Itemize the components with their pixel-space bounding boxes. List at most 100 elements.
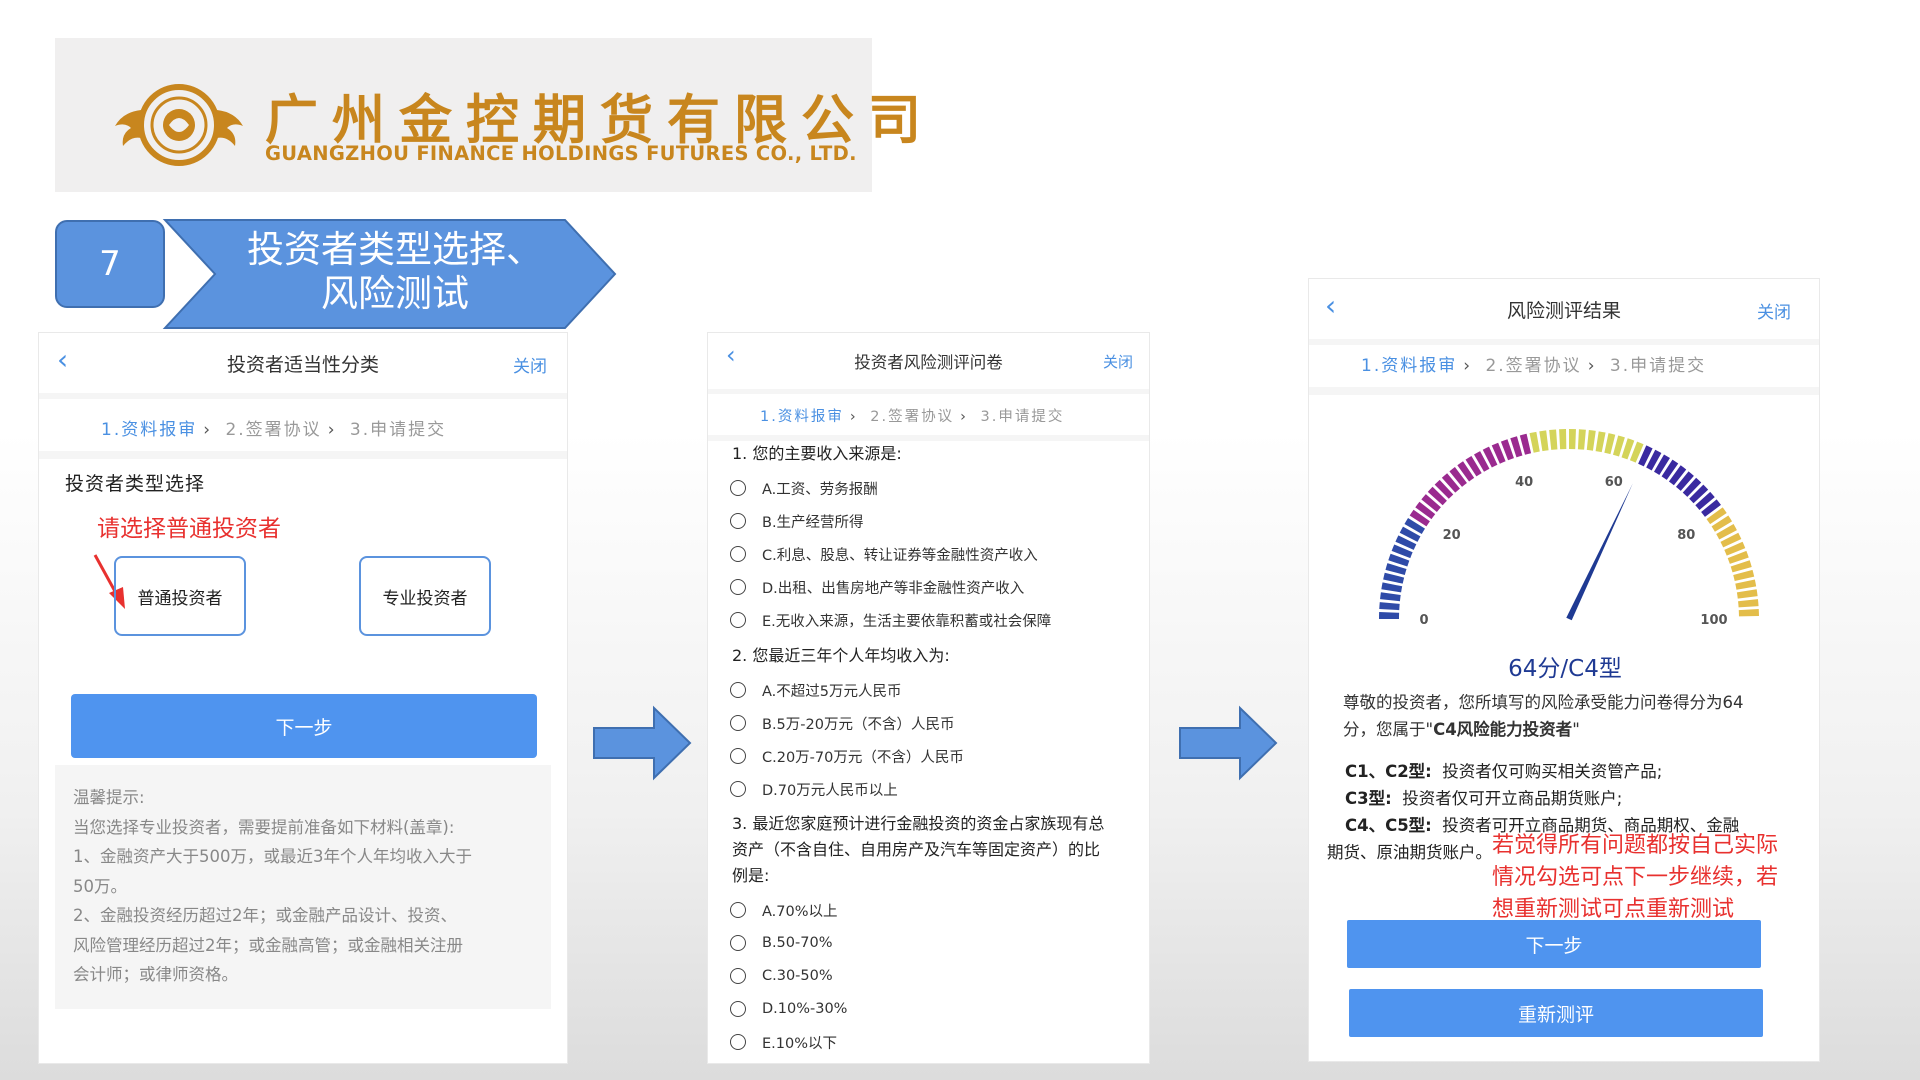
option-label: D.出租、出售房地产等非金融性资产收入 [762,580,1025,597]
q1-option-e[interactable]: E.无收入来源，生活主要依靠积蓄或社会保障 [730,605,1130,635]
gauge-segment [1577,429,1586,450]
option-label: C.30-50% [762,968,833,984]
back-chevron-icon[interactable]: ‹ [1325,289,1337,322]
radio-button[interactable] [730,546,746,562]
annotation-text: 若觉得所有问题都按自己实际 情况勾选可点下一步继续，若 想重新测试可点重新测试 [1492,833,1779,922]
gauge-segment [1510,436,1523,458]
gauge-segment [1379,602,1400,611]
investor-type-rules: C1、C2型: 投资者仅可购买相关资管产品; C3型: 投资者仅可开立商品期货账… [1345,758,1815,839]
step-1-label: 1.资料报审 [1361,356,1458,376]
gauge-segment [1500,439,1514,461]
flow-arrow-right-icon [593,705,692,781]
progress-steps: 1.资料报审› 2.签署协议› 3.申请提交 [101,415,446,440]
q3-option-c[interactable]: C.30-50% [730,961,1130,991]
q3-option-a[interactable]: A.70%以上 [730,895,1130,925]
q2-option-c[interactable]: C.20万-70万元（不含）人民币 [730,741,1130,771]
description-line: 尊敬的投资者，您所填写的风险承受能力问卷得分为64 [1343,693,1744,712]
gauge-segment [1395,535,1417,550]
gauge-segment [1735,579,1757,590]
risk-questionnaire-panel: ‹ 投资者风险测评问卷 关闭 1.资料报审› 2.签署协议› 3.申请提交 1.… [707,332,1150,1064]
rule-c4-c5: C4、C5型: 投资者可开立商品期货、商品期权、金融 [1345,816,1740,835]
gauge-segment [1706,507,1727,525]
q3-option-d[interactable]: D.10%-30% [730,994,1130,1024]
q3-option-e[interactable]: E.10%以下 [730,1027,1130,1057]
gauge-segment [1457,461,1475,482]
gauge-segment [1465,455,1482,477]
back-chevron-icon[interactable]: ‹ [726,341,736,369]
description-line: 分，您属于"C4风险能力投资者" [1343,720,1580,739]
regular-investor-option[interactable]: 普通投资者 [114,556,246,636]
radio-button[interactable] [730,480,746,496]
chevron-banner-shape [162,219,617,329]
option-label: B.50-70% [762,935,833,951]
radio-button[interactable] [730,513,746,529]
radio-button[interactable] [730,1001,746,1017]
gauge-segment [1646,449,1662,471]
question-3-line: 3. 最近您家庭预计进行金融投资的资金占家族现有总 [732,814,1105,833]
radio-button[interactable] [730,935,746,951]
tips-line: 50万。 [73,876,127,896]
question-3-line: 例是: [732,866,770,885]
close-link[interactable]: 关闭 [1757,303,1791,323]
next-button[interactable]: 下一步 [71,694,537,758]
rule-c4-c5-line2: 期货、原油期货账户。 [1327,843,1492,862]
gauge-segment [1421,494,1441,513]
radio-button[interactable] [730,715,746,731]
progress-steps: 1.资料报审› 2.签署协议› 3.申请提交 [760,405,1064,426]
tips-line: 会计师；或律师资格。 [73,965,238,984]
radio-button[interactable] [730,902,746,918]
q2-option-b[interactable]: B.5万-20万元（不含）人民币 [730,708,1130,738]
radio-button[interactable] [730,682,746,698]
radio-button[interactable] [730,781,746,797]
gauge-segment [1612,435,1625,457]
radio-button[interactable] [730,579,746,595]
q1-option-d[interactable]: D.出租、出售房地产等非金融性资产收入 [730,572,1130,602]
close-link[interactable]: 关闭 [513,357,547,377]
next-button[interactable]: 下一步 [1347,920,1761,968]
gauge-segment [1638,445,1653,467]
company-logo-banner: 广州金控期货有限公司 GUANGZHOU FINANCE HOLDINGS FU… [55,38,921,192]
tips-text: 温馨提示: 当您选择专业投资者，需要提前准备如下材料(盖章): 1、金融资产大于… [73,783,543,990]
gauge-tick-label: 100 [1700,613,1727,628]
step-1-label: 1.资料报审 [101,420,198,440]
rule-c1-c2: C1、C2型: 投资者仅可购买相关资管产品; [1345,762,1663,781]
tips-line: 2、金融投资经历超过2年；或金融产品设计、投资、 [73,906,457,925]
retest-button[interactable]: 重新测评 [1349,989,1763,1037]
q1-option-b[interactable]: B.生产经营所得 [730,506,1130,536]
gauge-segment [1629,441,1644,463]
option-label: D.70万元人民币以上 [762,782,898,799]
q1-option-c[interactable]: C.利息、股息、转让证券等金融性资产收入 [730,539,1130,569]
gauge-segment [1474,451,1490,472]
chevron-right-icon: › [849,409,858,425]
radio-button[interactable] [730,748,746,764]
gauge-segment [1621,438,1635,460]
close-link[interactable]: 关闭 [1102,353,1133,371]
step-1-label: 1.资料报审 [760,409,844,425]
professional-investor-option[interactable]: 专业投资者 [359,556,491,636]
radio-button[interactable] [730,968,746,984]
gauge-segment [1427,486,1447,506]
section-label: 投资者类型选择 [65,473,206,495]
gauge-segment [1716,524,1737,540]
q1-option-a[interactable]: A.工资、劳务报酬 [730,473,1130,503]
option-label: A.不超过5万元人民币 [762,683,902,700]
step-2-label: 2.签署协议 [870,409,955,425]
question-3-line: 资产（不含自住、自用房产及汽车等固定资产）的比 [732,840,1101,859]
company-seal-icon [115,84,243,166]
q2-option-a[interactable]: A.不超过5万元人民币 [730,675,1130,705]
gauge-segment [1586,430,1596,451]
q3-option-b[interactable]: B.50-70% [730,928,1130,958]
gauge-segment [1661,459,1679,480]
gauge-segment [1491,442,1506,464]
gauge-segment [1711,515,1733,532]
panel-header: ‹ 投资者风险测评问卷 关闭 [708,333,1149,389]
red-arrow-icon [93,554,125,609]
gauge-segment [1604,433,1616,455]
back-chevron-icon[interactable]: ‹ [57,343,69,376]
radio-button[interactable] [730,612,746,628]
q2-option-d[interactable]: D.70万元人民币以上 [730,774,1130,804]
rule-c3: C3型: 投资者仅可开立商品期货账户; [1345,789,1623,808]
gauge-segment [1380,592,1401,602]
radio-button[interactable] [730,1034,746,1050]
